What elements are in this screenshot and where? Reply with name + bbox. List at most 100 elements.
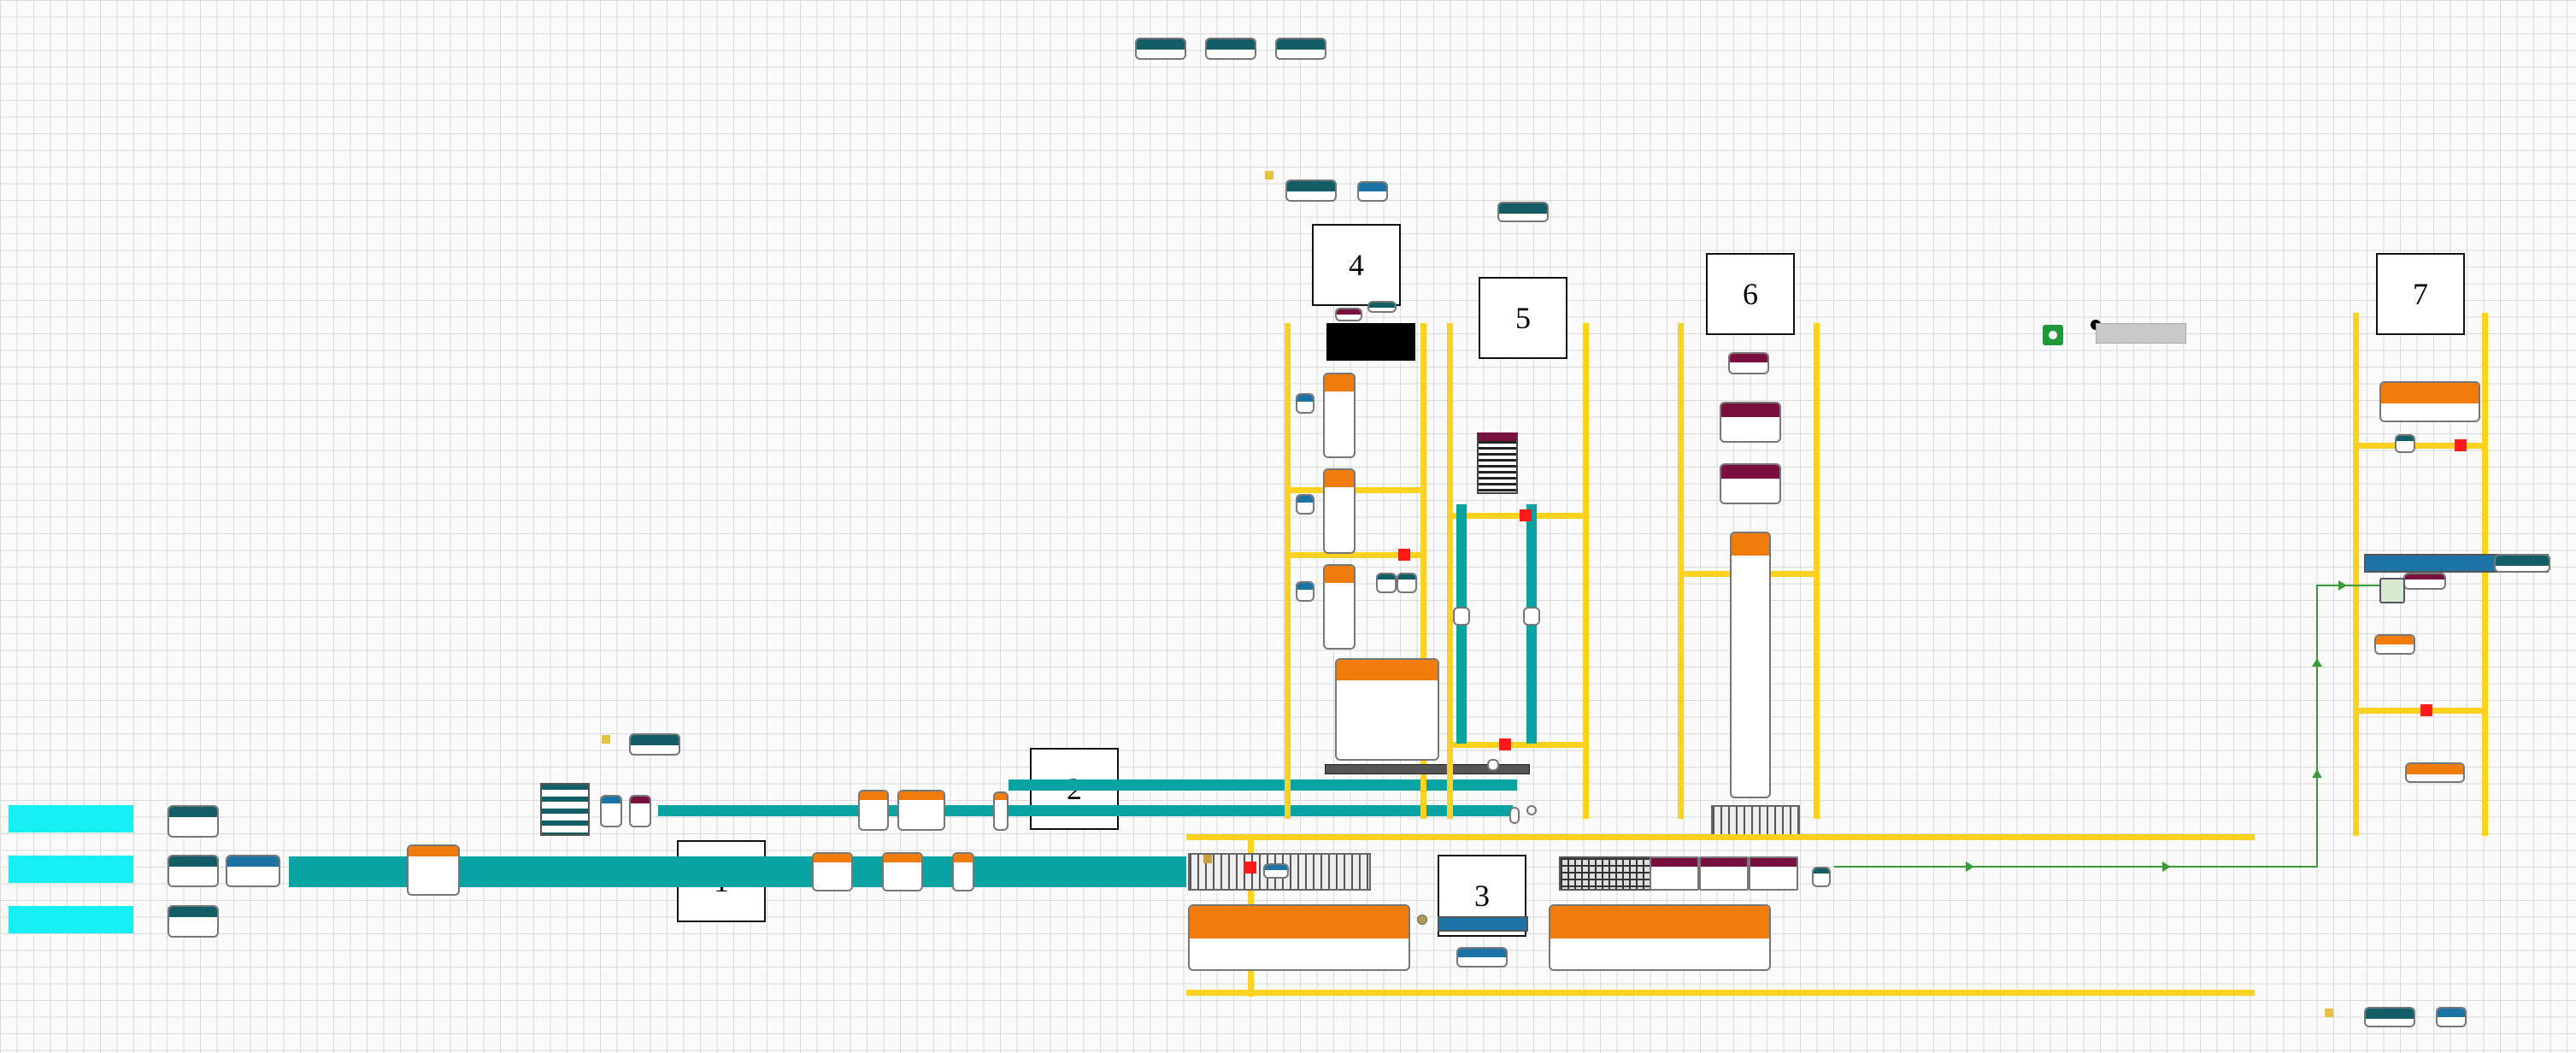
marker-dot: [2325, 1009, 2333, 1017]
sensor-red: [1244, 862, 1256, 874]
source-bar-top: [9, 805, 133, 832]
sensor-red: [1398, 549, 1410, 561]
flow-arrow: [2312, 769, 2322, 778]
tank-box: [1323, 564, 1356, 650]
tank-box: [1323, 373, 1356, 458]
rail-vertical: [1285, 323, 1291, 819]
queue-box: [226, 855, 280, 887]
station-box: [1720, 402, 1781, 443]
sensor-red: [1520, 509, 1532, 521]
queue-box: [168, 805, 219, 838]
segment-box: [1749, 856, 1798, 891]
queue-box: [1135, 38, 1186, 60]
rail-horizontal: [2353, 443, 2488, 449]
flow-arrow: [2312, 658, 2322, 667]
rail-horizontal: [1447, 513, 1589, 519]
platform-base: [1325, 764, 1530, 774]
small-box: [1357, 181, 1388, 202]
station-box: [407, 844, 460, 896]
source-bar-middle: [9, 856, 133, 883]
small-box: [1335, 308, 1362, 321]
small-box: [1296, 581, 1314, 602]
small-box: [1296, 494, 1314, 515]
marker-dot: [1203, 855, 1212, 863]
station-box: [952, 852, 974, 891]
queue-box: [168, 855, 219, 887]
marker-dot: [602, 735, 610, 744]
segment-box: [1650, 856, 1699, 891]
status-indicator-icon: [2043, 325, 2063, 345]
grate: [1711, 805, 1800, 836]
small-box: [2395, 434, 2415, 453]
station-box: [882, 852, 923, 891]
queue-box: [629, 733, 680, 756]
small-box: [629, 795, 651, 827]
small-box: [1453, 607, 1470, 626]
source-bar-bottom: [9, 906, 133, 933]
section-label-4: 4: [1312, 224, 1401, 306]
queue-box: [2494, 554, 2550, 573]
large-station-box: [1549, 904, 1771, 971]
queue-box: [1205, 38, 1256, 60]
rail-vertical: [1583, 323, 1589, 819]
rail-vertical: [1420, 323, 1426, 819]
conveyor-line-2-lower: [658, 805, 1513, 816]
flow-arrow: [2162, 862, 2171, 872]
vehicle-icon: [2379, 578, 2405, 603]
connector-dot: [1417, 915, 1427, 925]
small-box: [2403, 573, 2446, 590]
small-box: [1397, 573, 1417, 593]
queue-box: [1285, 179, 1337, 202]
queue-box: [1497, 202, 1549, 222]
station-box: [993, 791, 1009, 831]
grate: [1188, 853, 1371, 891]
rail-horizontal-long: [1186, 834, 2255, 840]
stack-lines: [540, 783, 590, 836]
section-label-5: 5: [1479, 277, 1567, 359]
small-box: [1509, 807, 1520, 824]
small-box: [1376, 573, 1397, 593]
black-machine: [1326, 323, 1415, 361]
rail-vertical: [2482, 313, 2488, 836]
small-box: [1263, 863, 1289, 879]
small-box: [1367, 301, 1397, 313]
large-station-box: [1335, 658, 1439, 761]
queue-box: [1275, 38, 1326, 60]
small-box: [1456, 947, 1508, 968]
rail-vertical-short: [1447, 774, 1453, 819]
station-box: [812, 852, 853, 891]
small-box: [1812, 867, 1831, 887]
section-label-7: 7: [2376, 253, 2465, 335]
station-box: [2379, 381, 2480, 422]
connector-line: [2316, 585, 2379, 586]
segment-box: [1699, 856, 1749, 891]
sensor-red: [1499, 738, 1511, 750]
rail-horizontal: [1285, 552, 1426, 558]
connector-line: [2316, 585, 2318, 867]
small-box: [1728, 352, 1769, 374]
queue-box: [2364, 1007, 2415, 1027]
gray-bar: [2096, 323, 2186, 344]
long-queue-bar: [1438, 916, 1528, 932]
connector-line: [1834, 866, 2318, 868]
station-box: [1720, 463, 1781, 504]
small-box: [2374, 634, 2415, 655]
small-box: [1523, 607, 1540, 626]
small-box: [2405, 762, 2465, 783]
small-box: [1526, 805, 1537, 815]
stacked-pallets: [1477, 432, 1518, 494]
sensor-red: [2420, 704, 2432, 716]
conveyor-line-2-upper: [1009, 779, 1517, 791]
rail-horizontal-long: [1186, 990, 2255, 996]
flow-arrow: [2338, 580, 2347, 591]
station-box: [897, 790, 945, 831]
section-label-6: 6: [1706, 253, 1795, 335]
flow-arrow: [1966, 862, 1974, 872]
queue-box: [168, 905, 219, 938]
small-box: [1296, 393, 1314, 414]
small-box: [1487, 759, 1499, 771]
small-box: [600, 795, 622, 827]
marker-dot: [1265, 171, 1273, 179]
grate-grid: [1559, 856, 1651, 891]
